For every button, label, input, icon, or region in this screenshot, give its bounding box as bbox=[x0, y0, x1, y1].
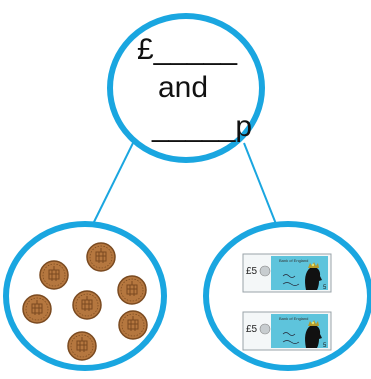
coin-icon bbox=[39, 260, 69, 290]
pounds-prompt: £_____ bbox=[137, 33, 238, 66]
whole-circle bbox=[107, 13, 265, 163]
connector-line-left bbox=[92, 140, 135, 225]
pence-prompt: _____p bbox=[152, 110, 253, 143]
and-connector-text: and bbox=[158, 71, 209, 104]
coin-icon bbox=[86, 242, 116, 272]
banknote-icon: £5 Bank of England 5 bbox=[242, 253, 332, 293]
svg-text:5: 5 bbox=[323, 285, 327, 291]
banknote-icon: £5 Bank of England 5 bbox=[242, 311, 332, 351]
svg-text:Bank of England: Bank of England bbox=[279, 316, 308, 321]
svg-text:Bank of England: Bank of England bbox=[279, 258, 308, 263]
connector-line-right bbox=[243, 142, 277, 225]
coin-group bbox=[22, 242, 148, 361]
coin-icon bbox=[22, 294, 52, 324]
svg-text:£5: £5 bbox=[246, 266, 258, 277]
svg-text:5: 5 bbox=[323, 343, 327, 349]
coin-icon bbox=[118, 310, 148, 340]
coin-icon bbox=[67, 331, 97, 361]
svg-text:£5: £5 bbox=[246, 324, 258, 335]
coin-icon bbox=[72, 290, 102, 320]
coin-icon bbox=[117, 275, 147, 305]
